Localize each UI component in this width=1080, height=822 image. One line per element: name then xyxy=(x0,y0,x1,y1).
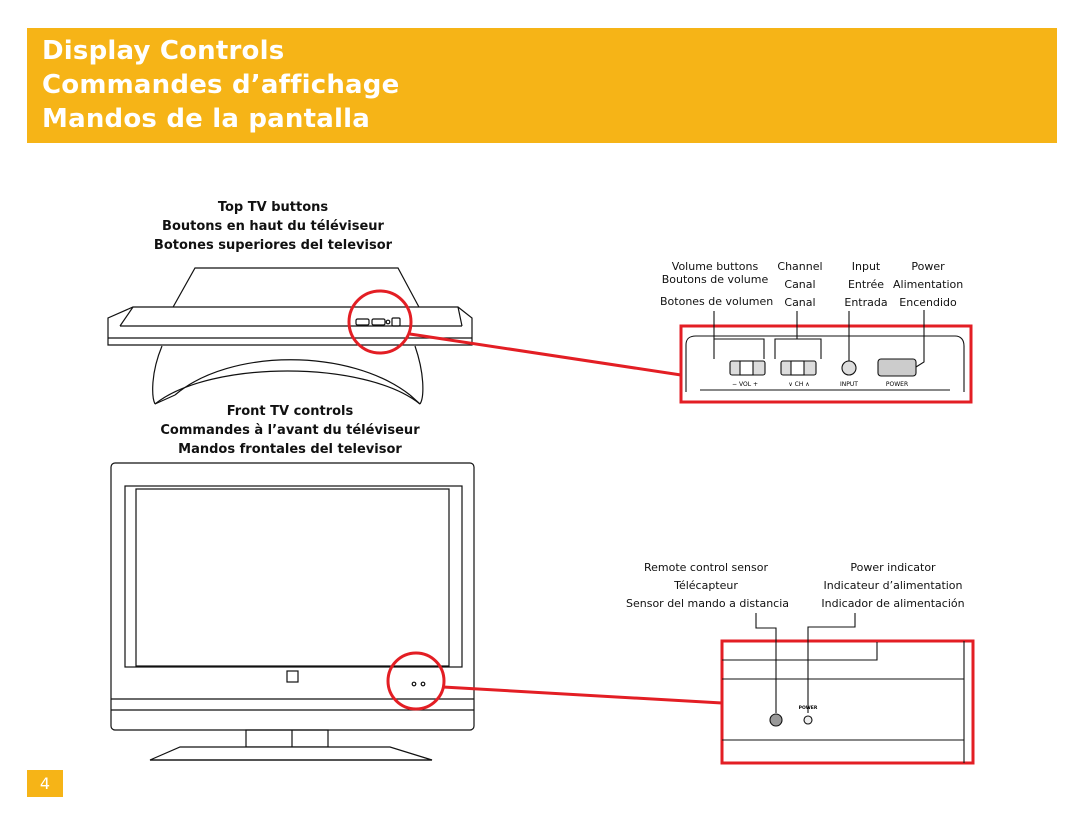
label-volume-en: Volume buttons xyxy=(671,260,759,273)
front-controls-heading: Front TV controls Commandes à l’avant du… xyxy=(160,402,420,459)
label-volume-fr: Boutons de volume xyxy=(661,273,769,286)
front-controls-heading-es: Mandos frontales del televisor xyxy=(178,442,402,457)
front-panel-drawing xyxy=(722,613,965,763)
label-input: Input Entrée Entrada xyxy=(836,259,896,313)
label-channel: Channel Canal Canal xyxy=(770,259,830,313)
label-power-en: Power xyxy=(911,260,945,273)
label-channel-es: Canal xyxy=(784,296,816,309)
front-callout-leader xyxy=(442,685,723,705)
front-controls-heading-en: Front TV controls xyxy=(226,404,354,419)
label-power-indicator: Power indicator Indicateur d’alimentatio… xyxy=(818,560,968,614)
title-spanish: Mandos de la pantalla xyxy=(42,104,370,134)
power-mark: POWER xyxy=(886,381,908,388)
label-power: Power Alimentation Encendido xyxy=(893,259,963,313)
title-english: Display Controls xyxy=(42,36,285,66)
top-buttons-heading-es: Botones superiores del televisor xyxy=(153,238,393,253)
label-volume-buttons: Volume buttons Boutons de volume Botones… xyxy=(660,259,774,312)
label-sensor-es: Sensor del mando a distancia xyxy=(626,597,790,610)
tv-front-view xyxy=(110,462,475,761)
top-panel-zoom xyxy=(679,324,973,404)
label-input-fr: Entrée xyxy=(847,278,885,291)
label-volume-es: Botones de volumen xyxy=(660,295,774,308)
front-panel-zoom xyxy=(720,639,975,765)
label-power-es: Encendido xyxy=(899,296,957,309)
label-remote-sensor: Remote control sensor Télécapteur Sensor… xyxy=(626,560,790,614)
front-controls-heading-fr: Commandes à l’avant du téléviseur xyxy=(160,423,420,438)
label-input-es: Entrada xyxy=(844,296,888,309)
vol-mark: − VOL + xyxy=(732,381,758,388)
top-buttons-heading: Top TV buttons Boutons en haut du télévi… xyxy=(143,198,403,255)
label-power-fr: Alimentation xyxy=(893,278,964,291)
label-indicator-en: Power indicator xyxy=(850,561,936,574)
label-channel-en: Channel xyxy=(777,260,823,273)
page-number: 4 xyxy=(27,770,63,797)
ch-mark: ∨ CH ∧ xyxy=(788,381,809,388)
top-callout-circle xyxy=(347,289,413,355)
label-channel-fr: Canal xyxy=(784,278,816,291)
title-french: Commandes d’affichage xyxy=(42,70,400,100)
title-band: Display Controls Commandes d’affichage M… xyxy=(27,28,1057,143)
top-panel-drawing xyxy=(685,310,965,392)
top-buttons-heading-fr: Boutons en haut du téléviseur xyxy=(162,219,384,234)
label-indicator-fr: Indicateur d’alimentation xyxy=(823,579,963,592)
front-power-mark: POWER xyxy=(799,705,818,711)
top-callout-leader xyxy=(409,332,682,377)
label-input-en: Input xyxy=(851,260,881,273)
label-sensor-en: Remote control sensor xyxy=(643,561,769,574)
front-callout-circle xyxy=(386,651,446,711)
label-sensor-fr: Télécapteur xyxy=(674,579,738,592)
label-indicator-es: Indicador de alimentación xyxy=(821,597,965,610)
top-buttons-heading-en: Top TV buttons xyxy=(217,200,329,215)
input-mark: INPUT xyxy=(840,381,858,388)
